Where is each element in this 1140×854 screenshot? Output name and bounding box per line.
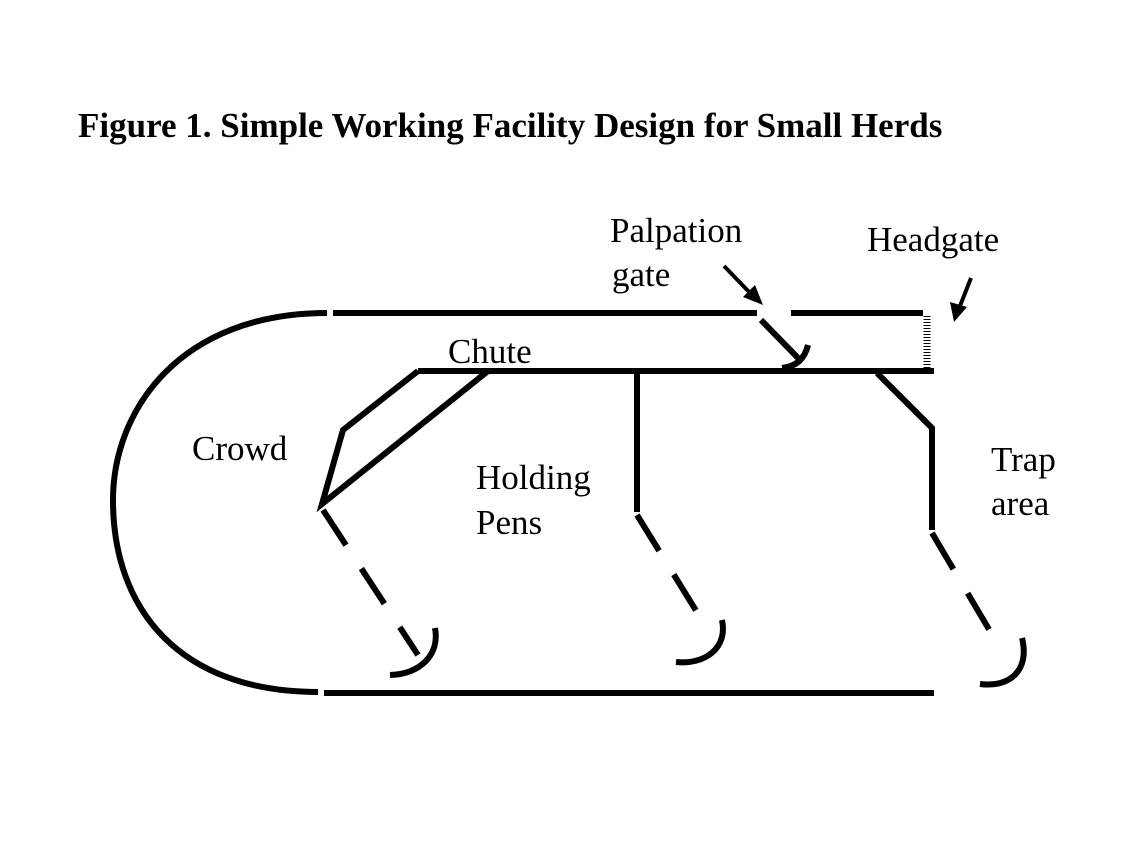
trap-area-divider [874,370,935,530]
palpation-gate [758,317,811,371]
label-gate: gate [612,255,670,294]
holding-gate-dashed [634,513,711,632]
label-trap: Trap [991,440,1056,479]
label-palpation: Palpation [610,211,742,250]
label-chute: Chute [448,332,532,371]
headgate-arrow [950,277,973,322]
crowd-gate-dashed [320,508,421,657]
palpation-gate-arrow [722,264,763,305]
trap-gate-dashed [929,531,1003,650]
holding-gate-swing [675,619,726,666]
label-headgate: Headgate [867,220,999,259]
crowd-funnel-walls [316,368,490,513]
figure-title: Figure 1. Simple Working Facility Design… [78,106,942,145]
crowd-curved-wall [109,310,328,695]
crowd-gate-swing [389,627,439,678]
label-area: area [991,484,1050,523]
label-pens: Pens [476,503,542,542]
label-crowd: Crowd [192,429,288,468]
label-holding: Holding [476,458,591,497]
trap-gate-swing [979,637,1027,688]
